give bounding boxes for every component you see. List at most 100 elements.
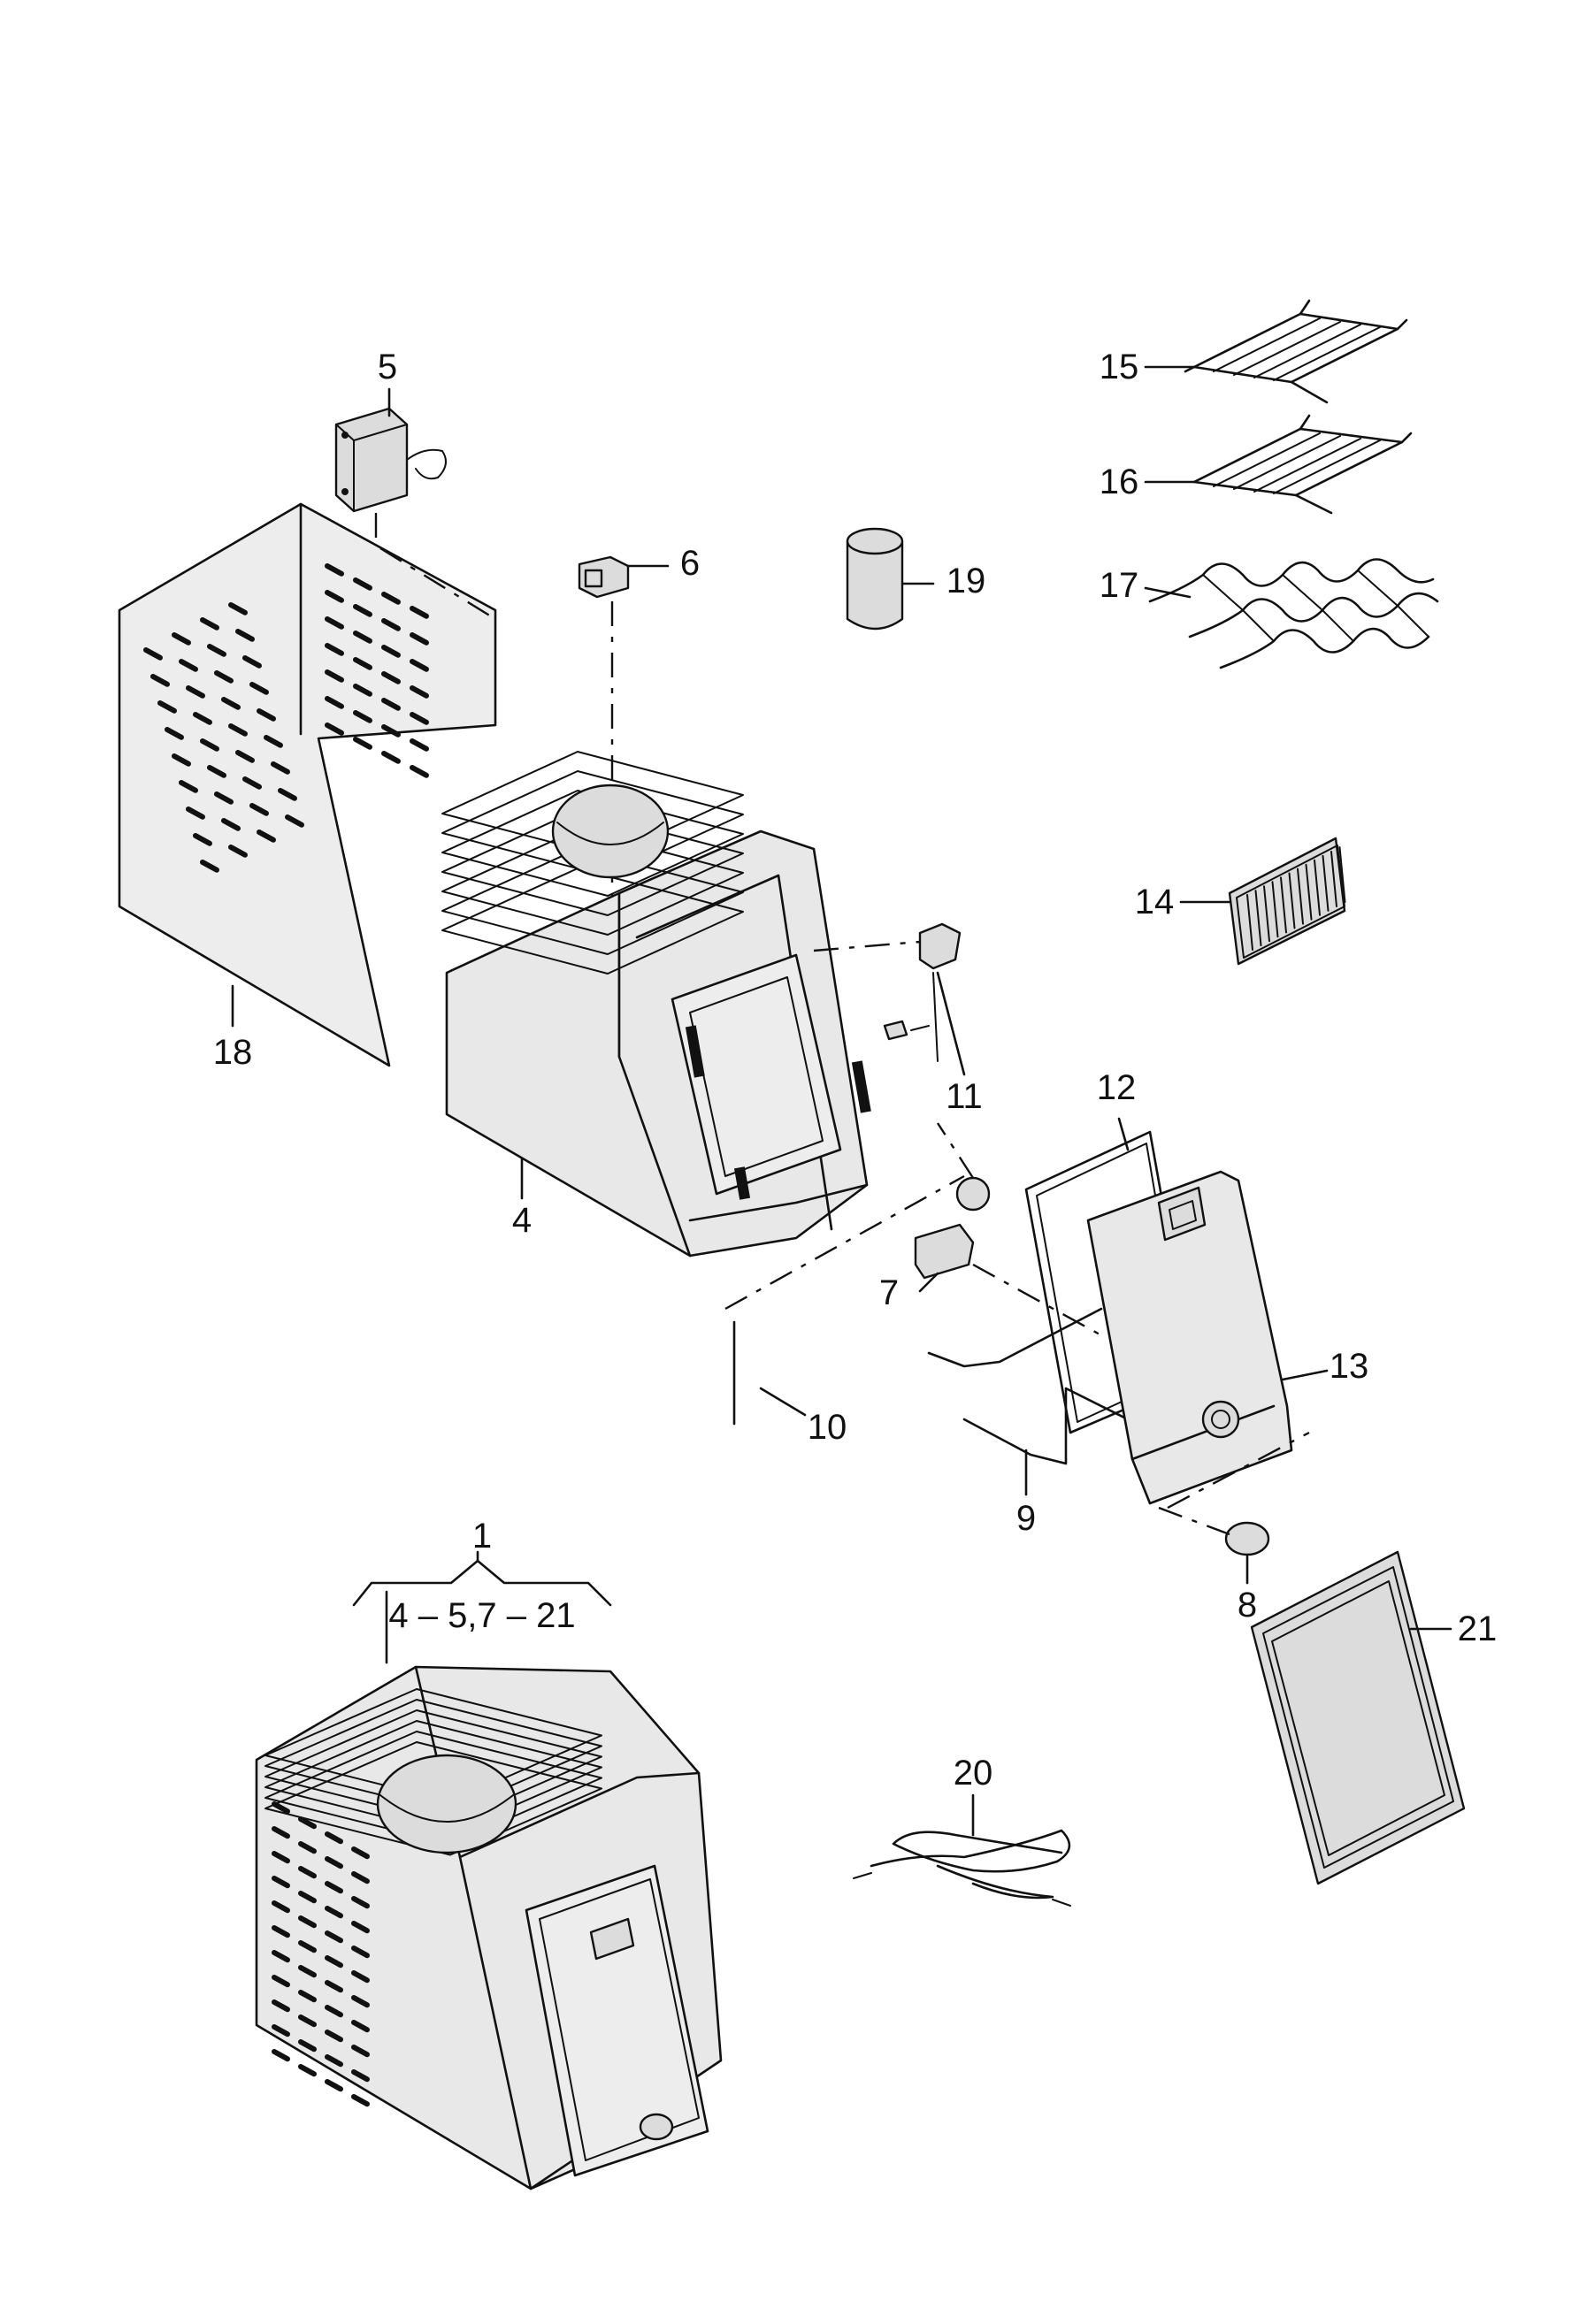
callout-11: 11 [946, 1077, 983, 1116]
vent-slot [272, 2024, 290, 2037]
part-11-hinge [813, 922, 962, 1062]
vent-slot [207, 765, 226, 778]
vent-slot [172, 753, 191, 767]
vent-slot [410, 765, 429, 778]
vent-slot [264, 735, 283, 748]
vent-slot [410, 659, 429, 672]
callout-1: 1 [472, 1517, 492, 1556]
vent-slot [325, 1831, 343, 1845]
vent-slot [298, 1915, 317, 1929]
vent-slot [298, 2064, 317, 2077]
vent-slot [325, 1930, 343, 1944]
vent-slot [150, 674, 170, 687]
vent-slot [298, 1841, 317, 1854]
vent-slot [186, 807, 205, 820]
vent-slot [353, 631, 372, 644]
vent-slot [325, 1856, 343, 1869]
callout-18: 18 [213, 1033, 253, 1072]
condenser-coil [441, 751, 744, 858]
vent-slot [410, 632, 429, 646]
part-10-wire [732, 1263, 1103, 1426]
vent-slot [351, 1921, 370, 1934]
vent-slot [272, 1925, 290, 1938]
part-19-cylinder [846, 527, 904, 631]
vent-slot [179, 780, 198, 793]
callout-8: 8 [1238, 1586, 1257, 1625]
vent-slot [157, 700, 177, 714]
vent-slot [325, 669, 344, 683]
vent-slot [186, 685, 205, 699]
vent-slot [271, 761, 290, 775]
vent-slot [351, 1871, 370, 1884]
grille-bar [1297, 868, 1304, 925]
vent-slot [235, 629, 255, 642]
vent-slot [325, 1881, 343, 1894]
vent-slot [272, 2049, 290, 2062]
vent-slot [325, 1980, 343, 1993]
callout-20: 20 [954, 1754, 993, 1793]
vent-slot [381, 671, 401, 684]
vent-slot [353, 684, 372, 697]
condenser-coil [441, 868, 744, 975]
vent-slot [179, 659, 198, 672]
vent-slot [257, 708, 276, 722]
vent-slot [242, 655, 262, 669]
vent-slot [410, 606, 429, 619]
vent-slot [221, 818, 241, 831]
callout-10: 10 [808, 1408, 847, 1447]
callout-13: 13 [1330, 1347, 1369, 1386]
callout-15: 15 [1100, 348, 1139, 386]
vent-slot [325, 2079, 343, 2092]
vent-slot [193, 712, 212, 725]
condenser-coil [264, 1741, 602, 1856]
vent-slot [235, 750, 255, 763]
vent-slot [285, 814, 304, 828]
vent-slot [381, 751, 401, 764]
vent-slot [410, 685, 429, 699]
grille-bar [1280, 876, 1287, 934]
condenser-coil [441, 848, 744, 955]
callout-5: 5 [378, 348, 397, 386]
vent-slot [298, 1990, 317, 2003]
group-bracket [352, 1550, 612, 1664]
vent-slot [410, 738, 429, 752]
vent-slot [272, 1950, 290, 1963]
part-15-shelf [1184, 299, 1408, 404]
vent-slot [351, 1970, 370, 1984]
grille-bar [1288, 872, 1296, 929]
vent-slot [214, 791, 234, 805]
vent-slot [214, 670, 234, 684]
grille-bar [1338, 846, 1346, 904]
vent-slot [351, 1896, 370, 1909]
vent-slot [410, 712, 429, 725]
part-1-assembled-unit [255, 1665, 723, 2190]
vent-slot [221, 697, 241, 710]
vent-slot [200, 860, 219, 873]
vent-slot [298, 1940, 317, 1953]
vent-slot [249, 803, 269, 816]
vent-slot [298, 1965, 317, 1978]
vent-slot [242, 776, 262, 790]
vent-slot [381, 724, 401, 738]
vent-slot [200, 738, 219, 752]
vent-slot [298, 1866, 317, 1879]
vent-slot [207, 644, 226, 657]
part-14-grille [1228, 837, 1346, 966]
vent-slot [298, 2039, 317, 2053]
condenser-coil [441, 809, 744, 916]
vent-slot [228, 845, 248, 858]
vent-slot [298, 1891, 317, 1904]
part-20-cable [853, 1829, 1071, 1907]
vent-slot [351, 1846, 370, 1860]
vent-slot [298, 1816, 317, 1830]
vent-slot [200, 617, 219, 631]
vent-slot [381, 618, 401, 631]
vent-slot [298, 2014, 317, 2028]
part-18-rear-panel [118, 502, 497, 1067]
group-range-label: 4 – 5,7 – 21 [388, 1596, 575, 1635]
condenser-coil [441, 790, 744, 897]
vent-slot [325, 2054, 343, 2068]
vent-slot [272, 1876, 290, 1889]
grille-bar [1263, 885, 1270, 943]
